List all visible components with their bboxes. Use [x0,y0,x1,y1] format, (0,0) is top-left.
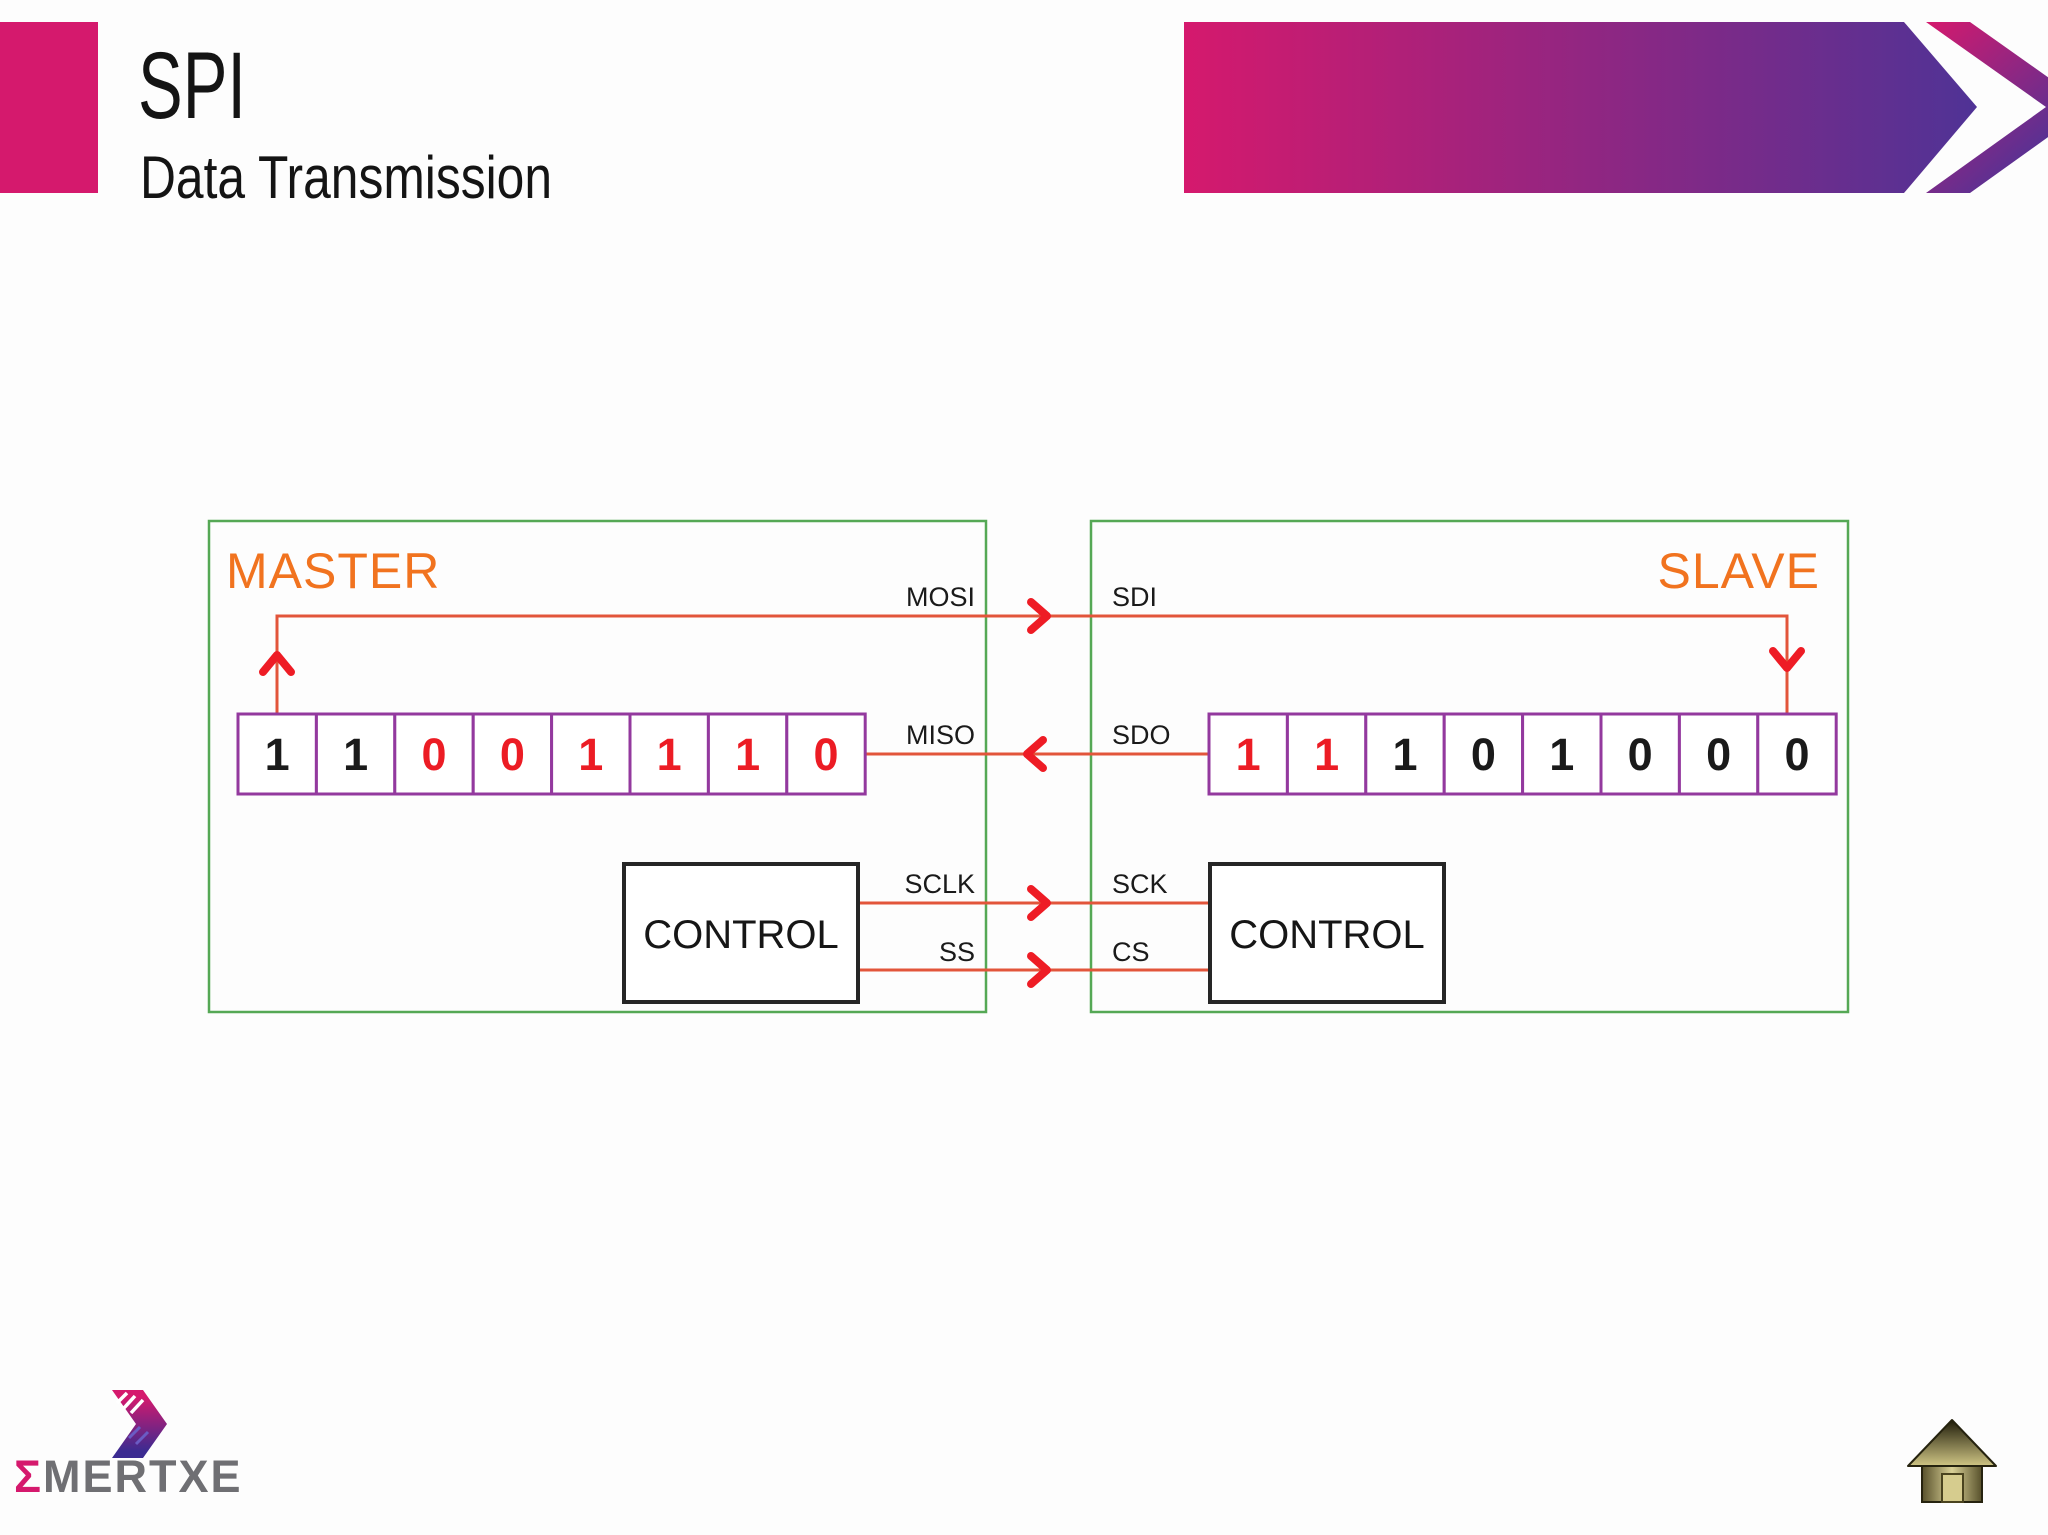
master-control-box [622,862,860,1004]
logo-sigma: Σ [14,1451,43,1502]
emertxe-logo: ΣMERTXE [14,1390,243,1502]
sdo-label: SDO [1112,720,1171,750]
register-bit: 1 [735,729,760,780]
slave-register: 1 1 1 0 1 0 0 0 [1207,712,1838,796]
register-cell [236,712,318,796]
master-register: 1 1 0 0 1 1 1 0 [236,712,867,796]
master-box [207,519,988,1014]
home-icon[interactable] [1907,1419,1997,1503]
slave-box [1089,519,1850,1014]
register-bit: 0 [1784,729,1809,780]
register-cell [785,712,867,796]
register-cell [393,712,475,796]
header-banner [1184,22,1977,193]
page-subtitle: Data Transmission [140,144,552,211]
register-cell [1285,712,1368,796]
register-bit: 1 [1236,729,1261,780]
slave-label: SLAVE [1658,543,1821,599]
register-cell [550,712,632,796]
register-bit: 1 [578,729,603,780]
register-cell [1442,712,1525,796]
miso-label: MISO [906,720,975,750]
slave-control-label: CONTROL [1229,913,1425,957]
register-cell [1756,712,1838,796]
chevron-right-icon [1926,22,2048,193]
ss-label: SS [939,937,975,967]
page-title: SPI [138,33,246,139]
arrow-right-icon [1027,952,1051,988]
register-cell [1677,712,1760,796]
register-cell [628,712,710,796]
arrow-up-icon [259,651,295,676]
register-bit: 0 [813,729,838,780]
register-bit: 0 [500,729,525,780]
register-bit: 1 [657,729,682,780]
mosi-label: MOSI [906,582,975,612]
master-label: MASTER [226,543,440,599]
register-cell [471,712,554,796]
sck-label: SCK [1112,869,1168,899]
sdi-label: SDI [1112,582,1157,612]
register-bit: 0 [1706,729,1731,780]
register-cell [1207,712,1289,796]
sclk-label: SCLK [904,869,975,899]
register-bit: 1 [1314,729,1339,780]
arrow-left-icon [1023,736,1047,772]
arrow-down-icon [1769,647,1805,672]
register-bit: 1 [1392,729,1417,780]
slave-control-box [1208,862,1446,1004]
register-cell [314,712,397,796]
brand-square [0,22,98,193]
register-bit: 0 [1471,729,1496,780]
master-control-label: CONTROL [643,913,839,957]
register-bit: 1 [343,729,368,780]
register-bit: 1 [265,729,290,780]
arrow-right-icon [1027,598,1051,634]
register-bit: 1 [1549,729,1574,780]
arrow-right-icon [1027,885,1051,921]
register-bit: 0 [421,729,446,780]
emertxe-logo-text: ΣMERTXE [14,1451,243,1502]
logo-name: MERTXE [43,1451,243,1502]
cs-label: CS [1112,937,1150,967]
register-bit: 0 [1628,729,1653,780]
